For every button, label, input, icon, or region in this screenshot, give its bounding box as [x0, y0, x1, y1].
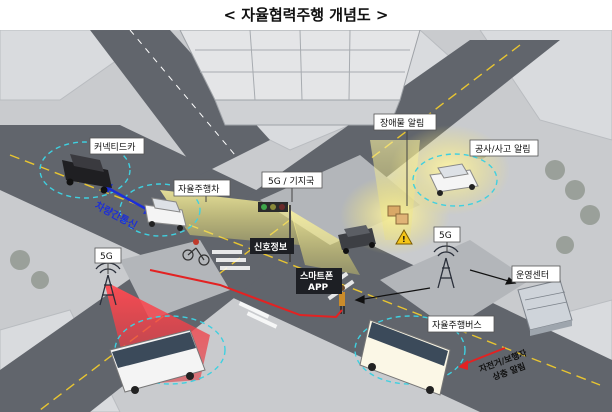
smartphone-app-label-1: 스마트폰: [300, 270, 333, 282]
fiveg-tower-right: [433, 245, 459, 289]
smartphone-app-label-2: APP: [308, 283, 329, 293]
autonomous-bus-label: 자율주행버스: [432, 319, 482, 331]
comm-rings: [39, 141, 498, 385]
app-beam: [290, 210, 360, 275]
svg-text:!: !: [402, 235, 406, 244]
label-leaders: [107, 131, 448, 274]
accident-car: [429, 163, 479, 196]
center-car: [338, 225, 376, 254]
connected-car: [62, 154, 112, 194]
operation-center-label-box: [511, 265, 561, 283]
warning-sign: !: [395, 228, 413, 245]
autonomous-car-label-box: [173, 179, 231, 197]
obstacle-alert-label: 장애물 알림: [380, 117, 424, 129]
connected-car-label-box: [89, 137, 145, 155]
pedestrian-path: [149, 269, 343, 319]
base-station-label: 5G / 기지국: [268, 176, 314, 187]
page-title: < 자율협력주행 개념도 >: [223, 6, 389, 24]
obstacle-boxes: [387, 205, 409, 225]
fiveg-left-label: 5G: [100, 252, 113, 262]
autonomous-bus: [359, 319, 451, 396]
construction-alert-label-box: [469, 139, 539, 157]
connected-car-label: 커넥티드카: [94, 142, 135, 153]
smartphone-app-label-box: [296, 268, 342, 294]
operation-center: [517, 279, 573, 336]
signal-info-label-box: [250, 238, 294, 254]
building: [179, 30, 421, 126]
traffic-light: [258, 202, 291, 262]
operation-center-label: 운영센터: [516, 270, 549, 281]
autonomous-bus-label-box: [427, 315, 495, 333]
bus-left: [109, 329, 206, 394]
fiveg-right-label: 5G: [439, 231, 452, 241]
fiveg-right-label-box: [433, 226, 461, 243]
concept-diagram: 차량간통신 !: [0, 30, 612, 412]
construction-alert-label: 공사/사고 알림: [475, 143, 531, 155]
autonomous-car-label: 자율주행차: [178, 183, 220, 195]
bicycle: [182, 239, 210, 266]
ped-alert-arrow: [458, 347, 506, 370]
obstacle-alert-label-box: [373, 113, 437, 131]
fiveg-left-label-box: [94, 247, 122, 264]
base-station-label-box: [261, 171, 323, 189]
autonomous-car: [144, 197, 187, 231]
signal-info-label: 신호정보: [254, 241, 288, 253]
